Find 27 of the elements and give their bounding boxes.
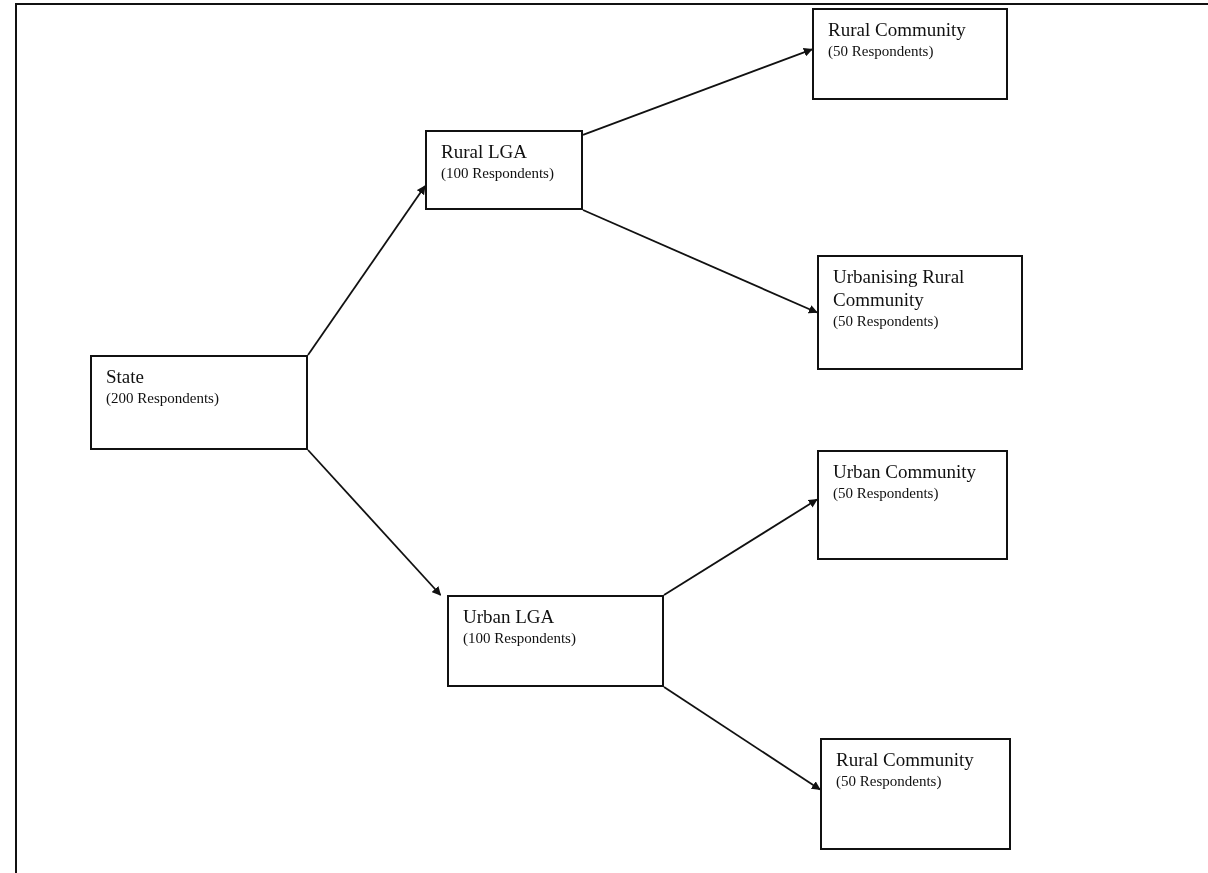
node-title: Urbanising Rural Community bbox=[833, 265, 966, 311]
arrow bbox=[663, 686, 821, 791]
arrow bbox=[582, 48, 813, 136]
arrow bbox=[307, 449, 442, 596]
node-title: Rural LGA bbox=[441, 140, 527, 163]
arrow bbox=[663, 498, 818, 596]
respondent-count: (50 Respondents) bbox=[828, 42, 934, 61]
process-box bbox=[812, 8, 1008, 100]
node-title: Rural Community bbox=[828, 18, 966, 41]
process-box bbox=[817, 255, 1023, 370]
process-box bbox=[820, 738, 1011, 850]
respondent-count: (50 Respondents) bbox=[836, 772, 942, 791]
respondent-count: (50 Respondents) bbox=[833, 484, 939, 503]
arrow bbox=[582, 209, 818, 314]
process-box bbox=[90, 355, 308, 450]
respondent-count: (100 Respondents) bbox=[463, 629, 576, 648]
respondent-count: (200 Respondents) bbox=[106, 389, 219, 408]
process-box bbox=[425, 130, 583, 210]
node-title: Urban Community bbox=[833, 460, 977, 483]
arrow bbox=[307, 185, 426, 356]
node-title: Urban LGA bbox=[463, 605, 555, 628]
respondent-count: (50 Respondents) bbox=[833, 312, 939, 331]
process-box bbox=[817, 450, 1008, 560]
node-title: State bbox=[106, 365, 144, 388]
respondent-count: (100 Respondents) bbox=[441, 164, 554, 183]
node-title: Rural Community bbox=[836, 748, 974, 771]
process-box bbox=[447, 595, 664, 687]
